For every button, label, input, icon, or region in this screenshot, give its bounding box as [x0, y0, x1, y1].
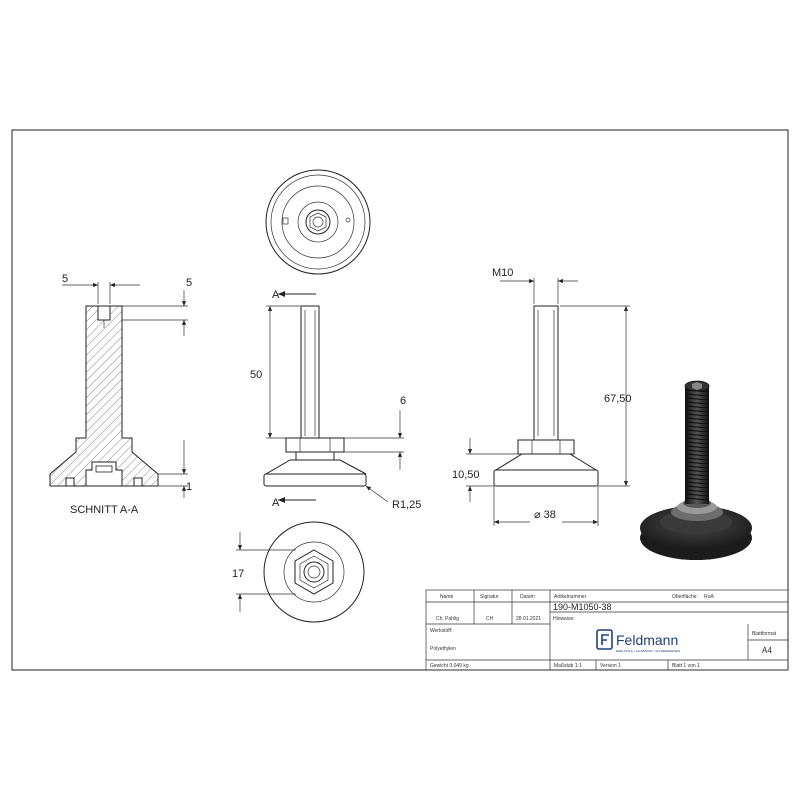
thread-ridge: [684, 497, 710, 501]
thread-ridge: [684, 417, 710, 421]
tb-scale: Maßstab 1:1: [554, 663, 582, 669]
tb-format-value: A4: [762, 646, 772, 655]
bottom-view: [236, 521, 365, 623]
product-render: [640, 380, 752, 560]
thread-ridge: [684, 425, 710, 429]
thread-ridge: [684, 473, 710, 477]
thread-ridge: [684, 485, 710, 489]
thread-ridge: [684, 401, 710, 405]
tb-row-name: Ch. Pahlig: [436, 616, 459, 622]
thread-ridge: [684, 437, 710, 441]
thread-ridge: [684, 405, 710, 409]
front-dim-thread-length: 50: [250, 369, 262, 381]
thread-ridge: [684, 409, 710, 413]
brand-tagline: EDELSTAHL • ALUMINIUM • SCHMIEDEEISEN: [616, 649, 680, 653]
section-dim-top-depth: 5: [186, 277, 192, 289]
thread-ridge: [684, 453, 710, 457]
tb-format-label: Blattformat: [752, 631, 777, 637]
tb-weight: Gewicht 0,049 kg: [430, 663, 469, 669]
thread-ridge: [684, 493, 710, 497]
section-dim-base-step: 1: [186, 481, 192, 493]
tb-header-article-no: Artikelnummer: [554, 594, 587, 600]
thread-ridge: [684, 465, 710, 469]
thread-ridge: [684, 421, 710, 425]
bottom-dim-hex-width: 17: [232, 568, 244, 580]
tb-material-label: Werkstoff:: [430, 628, 452, 634]
section-dim-top-width: 5: [62, 273, 68, 285]
thread-ridge: [684, 489, 710, 493]
thread-ridge: [684, 413, 710, 417]
tb-row-signature: CH: [486, 616, 494, 622]
tb-header-signature: Signatur: [480, 594, 499, 600]
tb-header-name: Name: [440, 594, 454, 600]
tb-designation-label: Hinweise:: [553, 616, 575, 622]
thread-ridge: [684, 441, 710, 445]
front-dim-nut-height: 6: [400, 395, 406, 407]
front-view: [263, 291, 404, 503]
thread-ridge: [684, 433, 710, 437]
cut-marker-top: A: [272, 289, 280, 301]
sheet-border: [11, 129, 789, 671]
tb-surface-value: RoA: [704, 594, 714, 600]
thread-ridge: [684, 445, 710, 449]
thread-ridge: [684, 429, 710, 433]
section-label: SCHNITT A-A: [70, 504, 139, 516]
side-dim-diameter: ⌀ 38: [534, 509, 556, 521]
top-view: [265, 169, 371, 275]
side-dim-total-height: 67,50: [604, 393, 632, 405]
thread-ridge: [684, 397, 710, 401]
title-block: [425, 589, 789, 671]
tb-row-date: 28.01.2021: [516, 616, 541, 622]
side-dim-base-height: 10,50: [452, 469, 480, 481]
side-dim-thread: M10: [492, 267, 513, 279]
tb-header-date: Datum: [520, 594, 535, 600]
tb-article-number: 190-M1050-38: [553, 602, 612, 612]
thread-ridge: [684, 477, 710, 481]
thread-ridge: [684, 457, 710, 461]
tb-sheet: Blatt 1 von 1: [672, 663, 700, 669]
thread-ridge: [684, 393, 710, 397]
tb-version: Version 1: [600, 663, 621, 669]
section-view: [49, 282, 188, 498]
side-view: [466, 278, 630, 526]
cut-marker-bottom: A: [272, 497, 280, 509]
thread-ridge: [684, 449, 710, 453]
thread-ridge: [684, 461, 710, 465]
brand-name: Feldmann: [616, 632, 678, 648]
thread-ridge: [684, 481, 710, 485]
tb-header-surface: Oberfläche:: [672, 594, 698, 600]
front-dim-radius: R1,25: [392, 499, 421, 511]
thread-ridge: [684, 469, 710, 473]
tb-material-value: Polyethylen: [430, 646, 456, 652]
